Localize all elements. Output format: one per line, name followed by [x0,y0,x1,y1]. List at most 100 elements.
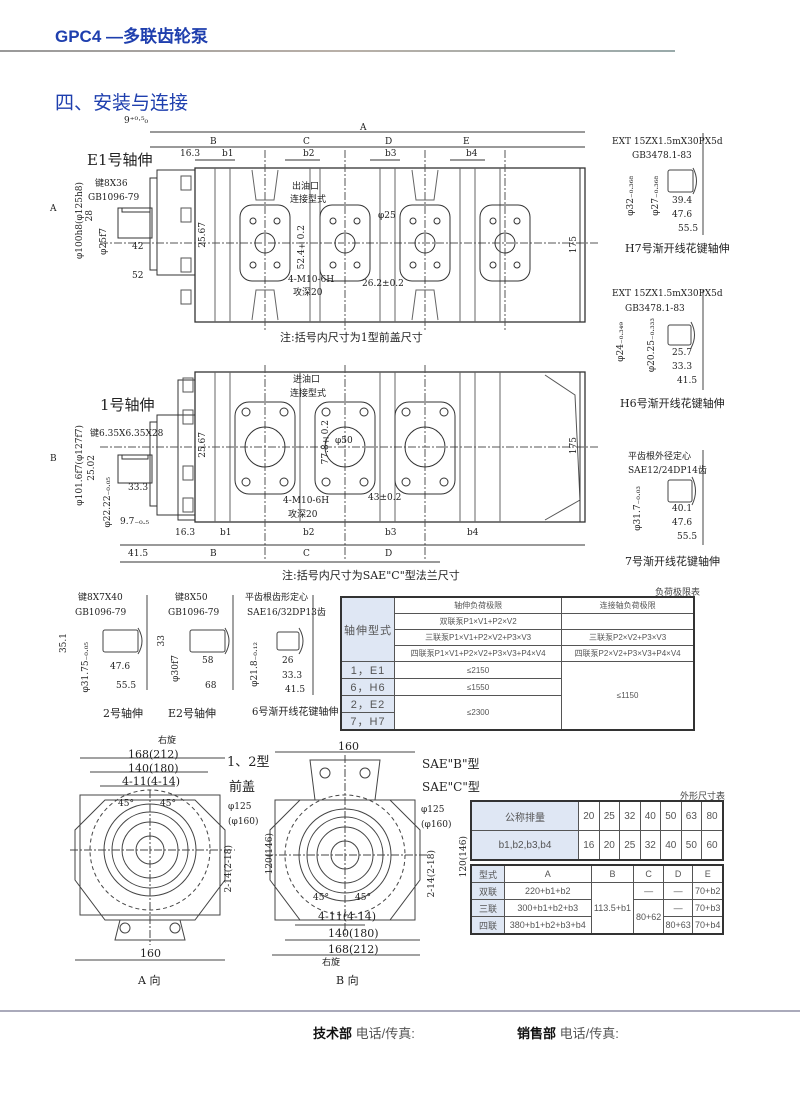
drawing-title: E1号轴伸 [87,151,153,169]
dim-label: 58 [202,656,214,666]
table-cell: 20 [598,830,621,861]
dim-label: 26 [282,656,294,666]
dim-label: φ32₋₀.₃₆₈ [626,176,636,216]
drawing-title: 1号轴伸 [100,396,155,414]
dim-label: GB3478.1-83 [632,151,692,161]
table-cell: 70+b3 [692,899,724,917]
table-cell: 轴伸型式 [340,596,395,662]
dim-label: φ101.6f7(φ127f7) [75,425,85,506]
table-cell: — [633,882,664,900]
table-cell: 三联 [470,899,505,917]
drawing-note: 注:括号内尺寸为1型前盖尺寸 [280,331,423,344]
dim-label: 进油口 [293,375,321,385]
dim-label: 47.6 [672,210,693,220]
view-b-drawing [265,751,430,956]
dim-label: b2 [303,528,315,538]
table-header: 公称排量 [470,800,579,831]
dim-label: 攻深20 [293,288,323,298]
dim-label: b1 [220,528,232,538]
dim-label: φ25f7 [99,228,109,255]
dim-label: φ125 [421,805,445,815]
dim-label: 4-M10-6H [283,496,330,506]
header-divider [0,50,675,52]
dim-label: 55.5 [677,532,698,542]
dim-label: 键8X36 [95,179,128,189]
dim-label: (φ160) [228,817,259,827]
table-cell: ≤1150 [561,661,695,731]
dim-label: φ31.75₋₀.₀₅ [81,642,91,693]
table-cell: 80+63 [662,916,694,935]
dim-label: φ30f7 [171,655,181,682]
dim-label: 16.3 [175,528,196,538]
table-row: 2，E2≤2300 [340,695,694,731]
drawing-title: 2号轴伸 [103,707,143,720]
dim-label: b3 [385,528,397,538]
table-cell: 40 [639,800,662,831]
dim-label: φ25 [378,211,396,221]
type-label: SAE"B"型 [422,757,480,771]
dim-label: EXT 15ZX1.5mX30PX5d [612,289,723,299]
table-cell: 113.5+b1 [590,882,635,935]
dim-label: b3 [385,149,397,159]
dim-label: 4-11(4-14) [122,775,181,788]
table-row: 四联 380+b1+b2+b3+b4 80+63 70+b4 [470,916,724,935]
table-cell: 70+b2 [692,882,724,900]
drawing-note: 注:括号内尺寸为SAE"C"型法兰尺寸 [282,569,460,582]
table-row: 轴伸型式 轴伸负荷极限 连接轴负荷极限 [340,596,695,662]
dim-label: φ31.7₋₀.₀₃ [633,486,643,531]
table-cell: 三联泵P1×V1+P2×V2+P3×V3 [393,629,563,646]
table-cell: 60 [701,830,724,861]
drawing-title: H7号渐开线花键轴伸 [625,242,730,255]
dim-label: 45° [313,893,329,903]
dim-label: 52.4±0.2 [297,225,307,270]
table-cell: 16 [578,830,600,861]
view-marker-a: A [50,204,57,214]
dim-label: b4 [466,149,478,159]
dim-label: φ20.25₋₀.₃₃₃ [647,318,657,373]
table-header: b1,b2,b3,b4 [470,830,579,861]
dim-label: 33 [157,635,167,647]
dim-label: 45° [118,799,134,809]
dim-label: E [463,137,470,147]
dim-label: B [210,549,217,559]
table-cell: 双联 [470,882,505,900]
table-cell: 50 [660,800,682,831]
dim-label: 25.7 [672,348,693,358]
dim-label: 键6.35X6.35X28 [90,429,164,439]
table-cell: 80+62 [633,899,664,935]
dim-label: 160 [140,947,161,960]
dim-label: 2-14(2-18) [224,845,234,893]
view-a-drawing [70,757,235,961]
tech-contact-label: 电话/传真: [355,1026,415,1041]
dim-label: 连接型式 [290,195,327,205]
dim-label: 平齿根外径定心 [628,452,692,462]
table-cell: 6，H6 [340,678,395,696]
table-row: 1，E1≤2150≤1150 [340,661,695,731]
type-label: 前盖 [229,780,256,795]
dim-label: 168(212) [328,943,379,956]
table-cell: 32 [619,800,641,831]
table-cell: 70+b4 [692,916,724,935]
dim-label: 41.5 [128,549,149,559]
dim-label: 25.67 [198,432,208,458]
drawing-title: H6号渐开线花键轴伸 [620,397,725,410]
drawing-title: 6号渐开线花键轴伸 [252,707,339,718]
dim-label: φ24₋₀.₃₄₉ [616,322,626,362]
dim-label: 45° [355,893,371,903]
pump-drawing-1 [100,365,600,563]
table-cell: ≤2150 [393,661,563,679]
dim-label: 47.6 [672,518,693,528]
dim-label: 键8X7X40 [78,593,123,603]
sales-dept-label: 销售部 [517,1026,557,1041]
footer-divider [0,1010,800,1012]
table-cell: 四联泵P2×V2+P3×V3+P4×V4 [561,645,695,662]
dim-label: SAE16/32DP13齿 [247,608,326,618]
table-cell: 2，E2 [340,695,395,713]
footer-tech: 技术部 电话/传真: [313,1023,415,1042]
dim-label: 4-M10-6H [288,275,335,285]
dim-label: 25.02 [87,455,97,481]
